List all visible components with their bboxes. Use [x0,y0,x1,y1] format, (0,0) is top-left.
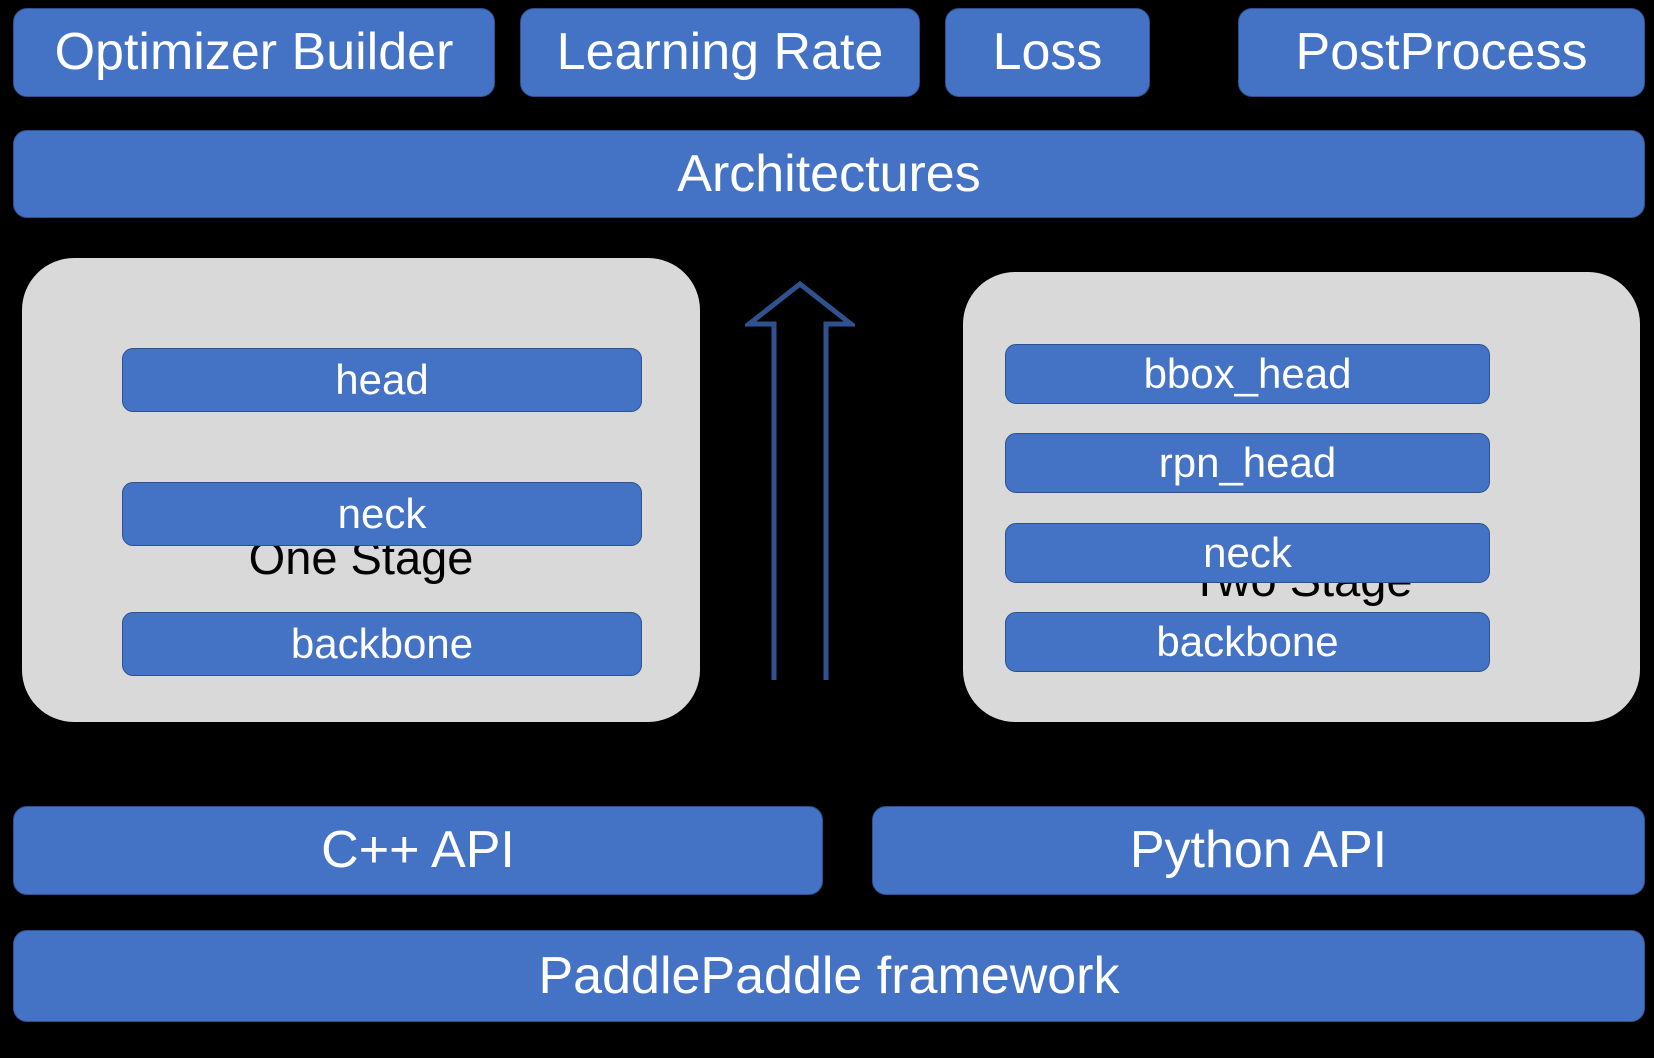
up-arrow-icon [745,280,855,680]
box-learning-rate[interactable]: Learning Rate [520,8,920,97]
one-stage-component-head[interactable]: head [122,348,642,412]
one-stage-component-backbone[interactable]: backbone [122,612,642,676]
two-stage-component-backbone[interactable]: backbone [1005,612,1490,672]
panel-two-stage: Two Stage bbox_head rpn_head neck backbo… [963,272,1640,722]
panel-one-stage: One Stage head neck backbone [22,258,700,722]
two-stage-component-bbox-head[interactable]: bbox_head [1005,344,1490,404]
box-optimizer-builder[interactable]: Optimizer Builder [13,8,495,97]
two-stage-component-neck[interactable]: neck [1005,523,1490,583]
box-architectures[interactable]: Architectures [13,130,1645,218]
box-paddlepaddle-framework[interactable]: PaddlePaddle framework [13,930,1645,1022]
box-loss[interactable]: Loss [945,8,1150,97]
two-stage-component-rpn-head[interactable]: rpn_head [1005,433,1490,493]
box-postprocess[interactable]: PostProcess [1238,8,1645,97]
box-python-api[interactable]: Python API [872,806,1645,895]
box-cpp-api[interactable]: C++ API [13,806,823,895]
one-stage-component-neck[interactable]: neck [122,482,642,546]
